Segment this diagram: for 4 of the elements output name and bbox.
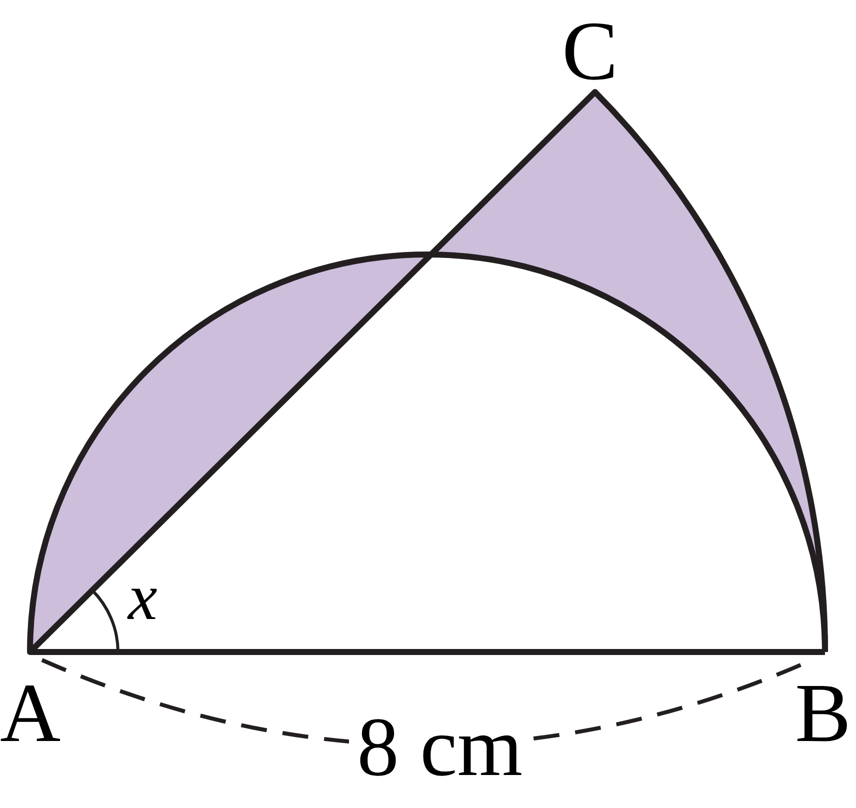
angle-label: x — [128, 565, 158, 631]
vertex-label: C — [562, 10, 618, 94]
vertex-label: A — [0, 672, 61, 756]
vertex-label: B — [795, 672, 852, 756]
